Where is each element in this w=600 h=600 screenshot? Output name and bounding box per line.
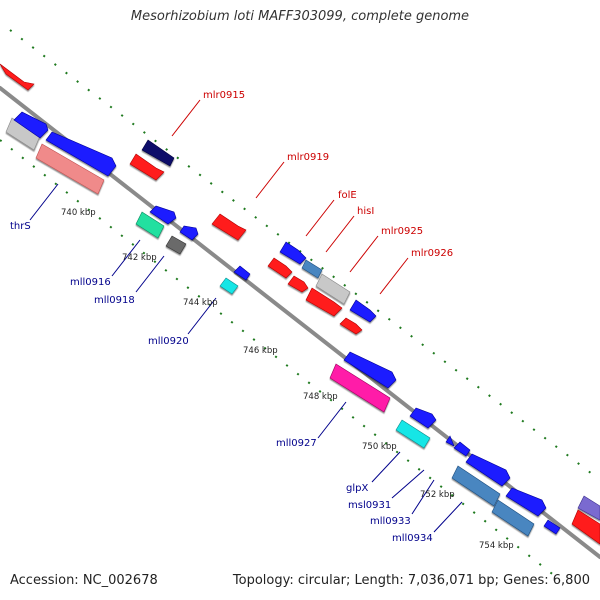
gene-mll0927-magenta[interactable] [329, 363, 391, 413]
label-folE[interactable]: folE [338, 190, 357, 201]
tick-row-outer [9, 29, 600, 481]
gene-mlr0935[interactable] [577, 495, 600, 521]
gene-mll0934[interactable] [505, 487, 547, 517]
gene-mlr0915b[interactable] [129, 153, 165, 181]
scale-label: 752 kbp [420, 490, 455, 500]
scale-label-group: 740 kbp 742 kbp 744 kbp 746 kbp 748 kbp … [61, 208, 514, 551]
label-mlr0925[interactable]: mlr0925 [381, 226, 423, 237]
tick-row-inner [0, 139, 561, 581]
gene-mlr0914[interactable] [0, 63, 35, 91]
map-title: Mesorhizobium loti MAFF303099, complete … [130, 9, 470, 24]
label-mll0934[interactable]: mll0934 [392, 533, 433, 544]
gene-mll0916[interactable] [149, 205, 177, 225]
reverse-genes [5, 111, 561, 537]
gene-mll0916-green[interactable] [135, 211, 165, 239]
scale-label: 754 kbp [479, 541, 514, 551]
gene-thrS[interactable] [45, 131, 117, 177]
gene-mlr0915[interactable] [141, 139, 175, 167]
leader-msl0931 [391, 469, 425, 499]
leader-hisI [325, 215, 355, 253]
label-mlr0926[interactable]: mlr0926 [411, 248, 453, 259]
leader-mll0916 [111, 239, 141, 277]
gene-mll0935[interactable] [543, 519, 561, 535]
leader-thrS [29, 183, 59, 221]
gene-glpX-cyan[interactable] [395, 419, 431, 449]
gene-hisI[interactable] [301, 259, 323, 279]
label-mlr0919[interactable]: mlr0919 [287, 152, 329, 163]
scale-label: 742 kbp [122, 253, 157, 263]
label-hisI[interactable]: hisI [357, 206, 374, 217]
leader-mlr0919 [255, 161, 285, 199]
gene-folE[interactable] [279, 241, 307, 265]
gene-msl0931[interactable] [445, 435, 455, 447]
leader-mlr0926 [379, 257, 409, 295]
leader-mll0934 [433, 501, 463, 533]
accession-text: Accession: NC_002678 [10, 573, 158, 588]
gene-mlr0925[interactable] [315, 273, 351, 305]
gene-mll0933-steel[interactable] [451, 465, 501, 507]
reverse-label-group: thrS mll0916 mll0918 mll0920 mll0927 glp… [10, 183, 463, 544]
label-thrS[interactable]: thrS [10, 221, 31, 232]
label-mll0918[interactable]: mll0918 [94, 295, 135, 306]
leader-mll0927 [317, 401, 347, 439]
leader-mlr0915 [171, 99, 201, 137]
gene-mll0927[interactable] [343, 351, 397, 389]
scale-label: 740 kbp [61, 208, 96, 218]
gene-mlr0923[interactable] [267, 257, 293, 279]
scale-label: 744 kbp [183, 298, 218, 308]
gene-mlr0926b[interactable] [339, 317, 363, 335]
scale-label: 748 kbp [303, 392, 338, 402]
forward-genes [0, 63, 600, 545]
gene-mlr0924[interactable] [287, 275, 309, 293]
topology-text: Topology: circular; Length: 7,036,071 bp… [232, 573, 590, 588]
label-mll0927[interactable]: mll0927 [276, 438, 317, 449]
gene-mlr0919[interactable] [211, 213, 247, 241]
scale-label: 750 kbp [362, 442, 397, 452]
scale-label: 746 kbp [243, 346, 278, 356]
leader-mll0920 [187, 297, 217, 335]
label-glpX[interactable]: glpX [346, 483, 368, 494]
gene-mll0920[interactable] [233, 265, 251, 281]
leader-mlr0925 [349, 235, 379, 273]
forward-label-group: mlr0915 mlr0919 folE hisI mlr0925 mlr092… [171, 90, 453, 295]
gene-glpX[interactable] [409, 407, 437, 429]
gene-blue-left[interactable] [13, 111, 49, 139]
gene-mll0920-cyan[interactable] [219, 277, 239, 295]
gene-mll0918[interactable] [179, 225, 199, 241]
label-msl0931[interactable]: msl0931 [348, 500, 391, 511]
label-mll0916[interactable]: mll0916 [70, 277, 111, 288]
label-mll0933[interactable]: mll0933 [370, 516, 411, 527]
gene-mlr0926[interactable] [349, 299, 377, 323]
leader-folE [305, 199, 335, 237]
leader-mll0918 [135, 255, 165, 293]
gene-mlr0925b[interactable] [305, 287, 343, 317]
gene-thrS-pink[interactable] [35, 143, 105, 195]
leader-mll0933 [411, 479, 435, 515]
gene-mll0932[interactable] [453, 441, 471, 457]
gene-mll0918-gray[interactable] [165, 235, 187, 255]
label-mll0920[interactable]: mll0920 [148, 336, 189, 347]
gene-mll0934-steel[interactable] [491, 499, 535, 537]
leader-glpX [371, 451, 401, 483]
gene-mll0933[interactable] [465, 453, 511, 487]
gene-mlr0936[interactable] [571, 509, 600, 545]
label-mlr0915[interactable]: mlr0915 [203, 90, 245, 101]
